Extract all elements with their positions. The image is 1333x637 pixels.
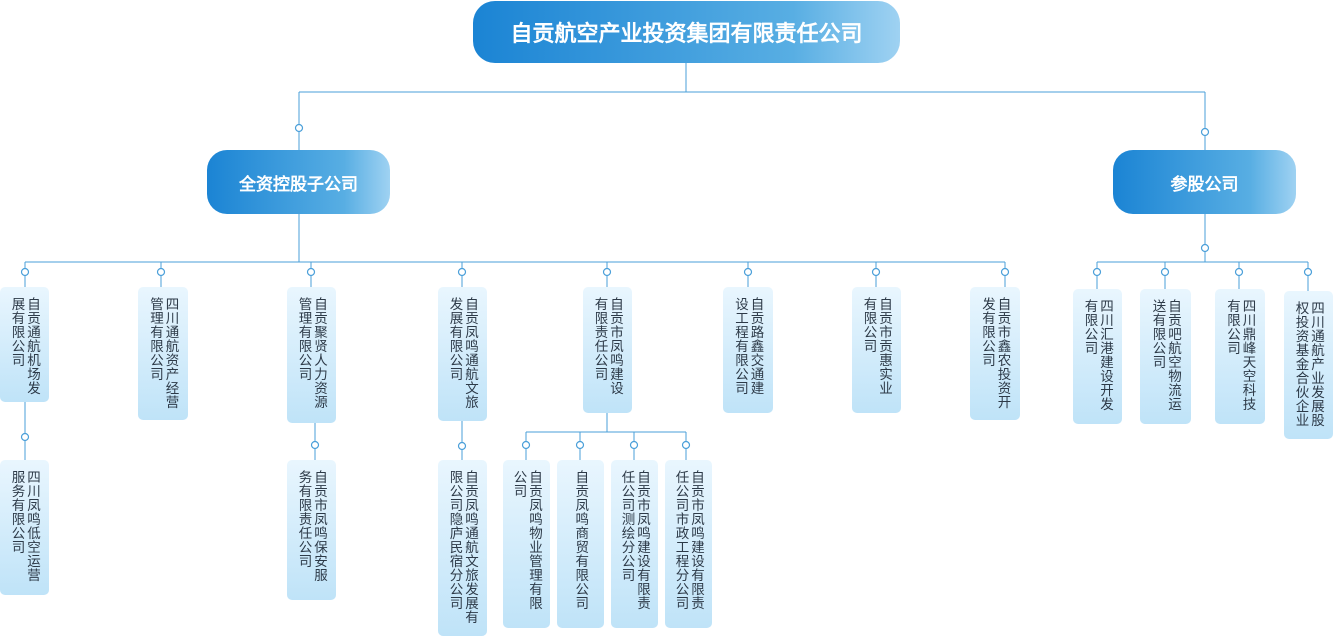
node-dot (156, 267, 166, 277)
company-card-text: 自贡市贡惠实业有限公司 (861, 297, 893, 395)
node-dot (20, 432, 30, 442)
company-card-text: 自贡市凤鸣建设有限责任公司 (592, 297, 624, 395)
subsidiary-card: 自贡市凤鸣建设有限责任公司测绘分公司 (611, 460, 658, 628)
node-dot (457, 267, 467, 277)
node-dot (310, 440, 320, 450)
company-card: 自贡聚贤人力资源管理有限公司 (287, 287, 336, 423)
company-card: 自贡凤鸣通航文旅发展有限公司 (438, 287, 487, 421)
subsidiary-card: 自贡市凤鸣保安服务有限责任公司 (287, 460, 336, 600)
node-dot (1092, 267, 1102, 277)
node-dot (743, 267, 753, 277)
wholly-owned-group-node: 全资控股子公司 (207, 150, 390, 214)
company-card-text: 四川通航资产经营管理有限公司 (148, 297, 179, 409)
company-card: 自贡市贡惠实业有限公司 (852, 287, 901, 413)
subsidiary-card-text: 自贡市凤鸣建设有限责任公司测绘分公司 (619, 470, 651, 610)
subsidiary-card: 自贡市凤鸣建设有限责任公司市政工程分公司 (665, 460, 712, 628)
node-dot (681, 440, 691, 450)
company-card: 自贡市鑫农投资开发有限公司 (970, 287, 1020, 420)
equity-group-label: 参股公司 (1170, 174, 1239, 194)
company-card-text: 自贡路鑫交通建设工程有限公司 (733, 297, 764, 395)
company-card: 四川通航资产经营管理有限公司 (138, 287, 188, 420)
node-dot (521, 440, 531, 450)
equity-company-card: 自贡吧航空物流运送有限公司 (1140, 289, 1191, 424)
company-card-text: 自贡市鑫农投资开发有限公司 (980, 297, 1011, 409)
node-dot (20, 267, 30, 277)
subsidiary-card-text: 自贡凤鸣物业管理有限公司 (511, 470, 543, 610)
equity-group-node: 参股公司 (1113, 150, 1296, 214)
node-dot (306, 267, 316, 277)
subsidiary-card-text: 自贡凤鸣通航文旅发展有限公司隐庐民宿分公司 (447, 470, 479, 624)
subsidiary-card-text: 自贡市凤鸣建设有限责任公司市政工程分公司 (673, 470, 705, 610)
company-card: 自贡市凤鸣建设有限责任公司 (583, 287, 632, 413)
equity-company-card: 四川通航产业发展股权投资基金合伙企业 (1284, 291, 1333, 439)
node-dot (1160, 267, 1170, 277)
subsidiary-card-text: 自贡凤鸣商贸有限公司 (573, 470, 589, 610)
subsidiary-card: 自贡凤鸣物业管理有限公司 (503, 460, 550, 628)
subsidiary-card: 四川凤鸣低空运营服务有限公司 (0, 460, 49, 595)
company-card: 自贡通航机场发展有限公司 (0, 287, 49, 402)
node-dot (871, 267, 881, 277)
subsidiary-card-text: 自贡市凤鸣保安服务有限责任公司 (296, 470, 328, 582)
node-dot (1200, 127, 1210, 137)
equity-company-card-text: 自贡吧航空物流运送有限公司 (1150, 299, 1182, 411)
wholly-owned-group-label: 全资控股子公司 (239, 174, 358, 194)
subsidiary-card-text: 四川凤鸣低空运营服务有限公司 (9, 470, 41, 582)
root-company-node: 自贡航空产业投资集团有限责任公司 (473, 1, 900, 63)
company-card-text: 自贡凤鸣通航文旅发展有限公司 (447, 297, 479, 409)
company-card: 自贡路鑫交通建设工程有限公司 (723, 287, 773, 413)
company-card-text: 自贡通航机场发展有限公司 (9, 297, 41, 395)
node-dot (1234, 267, 1244, 277)
company-card-text: 自贡聚贤人力资源管理有限公司 (296, 297, 328, 409)
node-dot (457, 441, 467, 451)
node-dot (1000, 267, 1010, 277)
node-dot (294, 123, 304, 133)
subsidiary-card: 自贡凤鸣通航文旅发展有限公司隐庐民宿分公司 (438, 460, 487, 636)
node-dot (629, 440, 639, 450)
node-dot (602, 267, 612, 277)
equity-company-card: 四川鼎峰天空科技有限公司 (1215, 289, 1265, 424)
node-dot (1303, 267, 1313, 277)
subsidiary-card: 自贡凤鸣商贸有限公司 (557, 460, 604, 628)
equity-company-card-text: 四川鼎峰天空科技有限公司 (1225, 299, 1256, 411)
root-company-label: 自贡航空产业投资集团有限责任公司 (510, 21, 863, 46)
equity-company-card-text: 四川汇港建设开发有限公司 (1082, 299, 1114, 411)
equity-company-card: 四川汇港建设开发有限公司 (1073, 289, 1122, 424)
node-dot (1200, 243, 1210, 253)
node-dot (575, 440, 585, 450)
equity-company-card-text: 四川通航产业发展股权投资基金合伙企业 (1293, 301, 1325, 427)
